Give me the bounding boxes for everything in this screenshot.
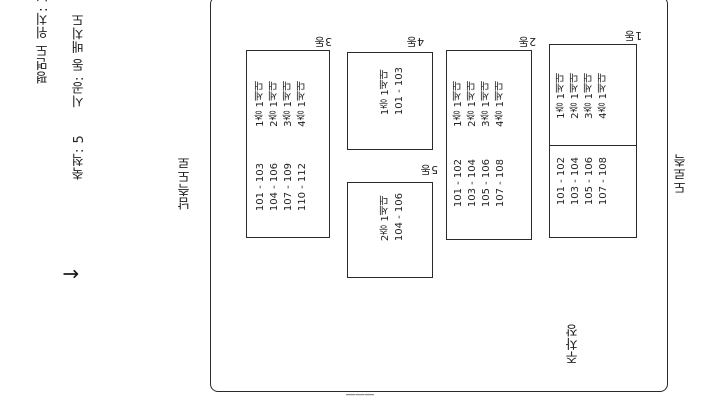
building-1-units: 1층 1세대 2층 1세대 3층 1세대 4층 1세대 [556, 73, 610, 119]
room-range: 103 - 104 [570, 157, 581, 206]
unit-label: 2층 1세대 [467, 81, 478, 127]
building-2: 1층 1세대 2층 1세대 3층 1세대 4층 1세대 101 - 102 10… [446, 50, 532, 240]
unit-label: 1층 1세대 [556, 73, 567, 119]
unit-label: 1층 1세대 [380, 69, 391, 116]
room-range: 105 - 106 [584, 157, 595, 206]
unit-label: 3층 1세대 [481, 81, 492, 127]
north-arrow-icon: ↑ [58, 265, 83, 283]
building-1-rooms: 101 - 102 103 - 104 105 - 106 107 - 108 [556, 157, 610, 205]
unit-label: 4층 1세대 [598, 73, 609, 119]
building-3-rooms: 101 - 103 104 - 106 107 - 109 110 - 112 [255, 163, 309, 211]
unit-label: 1층 1세대 [255, 81, 266, 127]
room-range: 101 - 102 [556, 157, 567, 206]
right-side-label: 도로측 [674, 153, 689, 195]
room-range: 110 - 112 [297, 163, 308, 212]
building-5-label: 5동 [420, 163, 439, 176]
unit-label: 2층 1세대 [570, 73, 581, 119]
building-3-units: 1층 1세대 2층 1세대 3층 1세대 4층 1세대 [255, 81, 309, 127]
building-4-label: 4동 [406, 35, 425, 48]
header-scale: 축척: 5 [72, 134, 87, 180]
unit-label: 3층 1세대 [283, 81, 294, 127]
building-4: 1층 1세대 101 - 103 [347, 52, 433, 150]
unit-label: 4층 1세대 [495, 81, 506, 127]
bottom-mark: ――― [346, 390, 375, 400]
left-side-label: 남측도로 [178, 156, 193, 210]
room-range: 101 - 102 [453, 159, 464, 208]
building-5: 2층 1세대 104 - 106 [347, 182, 433, 278]
unit-label: 2층 1세대 [269, 81, 280, 127]
header-line2: 시공: 동 배치도 [72, 12, 87, 108]
site-boundary [210, 0, 668, 392]
room-range: 107 - 109 [283, 163, 294, 212]
room-range: 107 - 108 [598, 157, 609, 206]
building-4-units: 1층 1세대 101 - 103 [380, 67, 406, 115]
building-2-label: 2동 [518, 35, 537, 48]
room-range: 105 - 106 [481, 159, 492, 208]
room-range: 104 - 106 [269, 163, 280, 212]
bottom-right-label: 주차장 [566, 323, 581, 365]
room-range: 107 - 108 [495, 159, 506, 208]
building-2-units: 1층 1세대 2층 1세대 3층 1세대 4층 1세대 [453, 81, 507, 127]
room-range: 104 - 106 [394, 193, 405, 242]
building-2-rooms: 101 - 102 103 - 104 105 - 106 107 - 108 [453, 159, 507, 207]
room-range: 103 - 104 [467, 159, 478, 208]
room-range: 101 - 103 [255, 163, 266, 212]
building-5-units: 2층 1세대 104 - 106 [380, 193, 406, 241]
header-line1: 평면도 위치: 3동 [36, 0, 51, 84]
room-range: 101 - 103 [394, 67, 405, 116]
unit-label: 3층 1세대 [584, 73, 595, 119]
building-3-label: 3동 [314, 35, 333, 48]
unit-label: 1층 1세대 [453, 81, 464, 127]
building-1-divider [550, 145, 636, 146]
unit-label: 2층 1세대 [380, 195, 391, 242]
building-3: 1층 1세대 2층 1세대 3층 1세대 4층 1세대 101 - 103 10… [246, 50, 330, 238]
building-1-label: 1동 [624, 29, 643, 42]
unit-label: 4층 1세대 [297, 81, 308, 127]
building-1: 1층 1세대 2층 1세대 3층 1세대 4층 1세대 101 - 102 10… [549, 44, 637, 238]
